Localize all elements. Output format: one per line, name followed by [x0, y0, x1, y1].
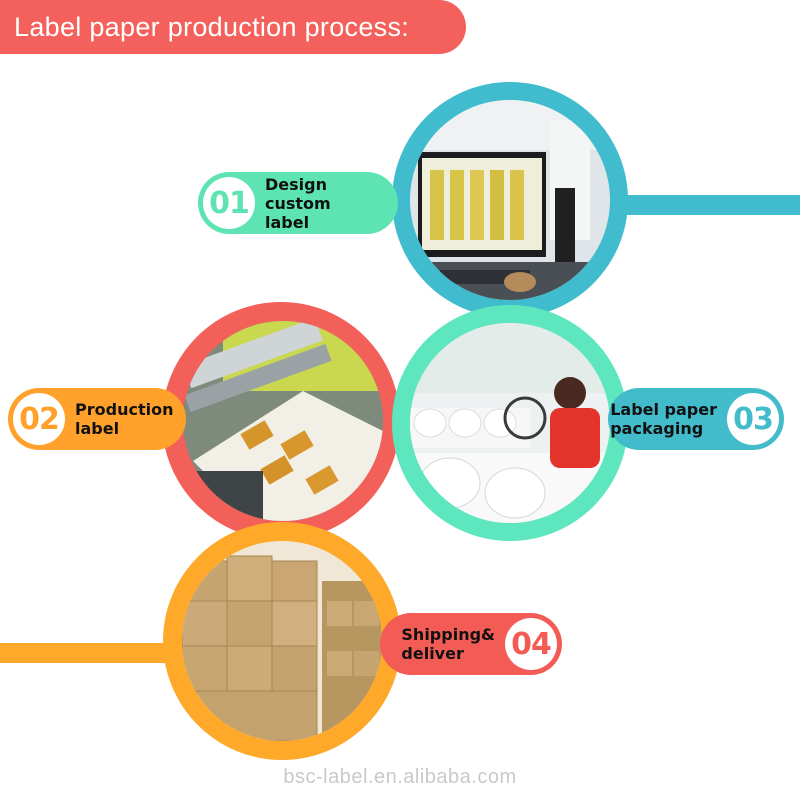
- photo-step-2: [183, 321, 383, 521]
- printing-press-icon: [183, 321, 383, 521]
- step-2-pill: 02 Production label: [8, 388, 186, 450]
- paper-rolls-icon: [410, 323, 610, 523]
- step-3-number: 03: [727, 393, 779, 445]
- connector-band-1: [600, 195, 800, 215]
- step-4-label: Shipping& deliver: [401, 625, 495, 663]
- step-1-number: 01: [203, 177, 255, 229]
- computer-monitor-icon: [410, 100, 610, 300]
- photo-step-1: [410, 100, 610, 300]
- step-1-label: Design custom label: [265, 174, 331, 232]
- carton-boxes-icon: [182, 541, 382, 741]
- step-2-label: Production label: [75, 400, 174, 438]
- step-4-number: 04: [505, 618, 557, 670]
- step-4-pill: Shipping& deliver 04: [380, 613, 562, 675]
- watermark-footer: bsc-label.en.alibaba.com: [283, 766, 517, 788]
- photo-step-4: [182, 541, 382, 741]
- page-title: Label paper production process:: [0, 0, 466, 54]
- step-1-pill: 01 Design custom label: [198, 172, 398, 234]
- step-2-number: 02: [13, 393, 65, 445]
- photo-step-3: [410, 323, 610, 523]
- step-3-pill: Label paper packaging 03: [608, 388, 784, 450]
- step-3-label: Label paper packaging: [610, 400, 717, 438]
